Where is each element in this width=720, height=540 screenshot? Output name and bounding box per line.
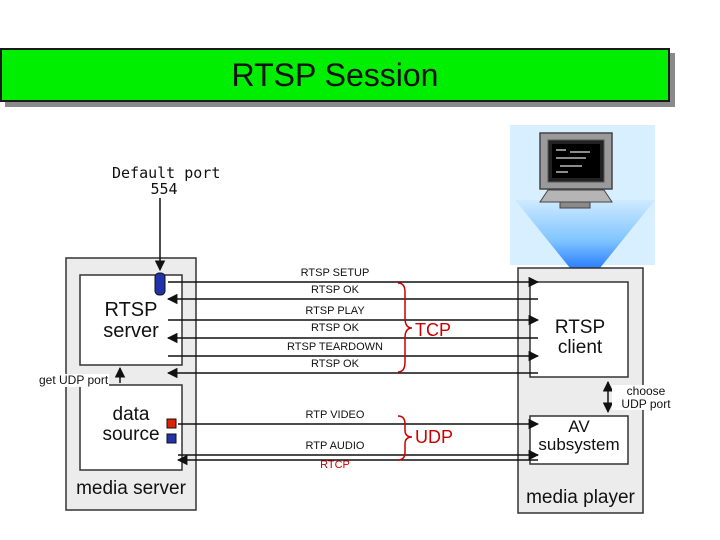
tcp-message-6: RTSP OK bbox=[311, 358, 359, 370]
tcp-message-4: RTSP OK bbox=[311, 322, 359, 334]
beam-cone bbox=[515, 200, 655, 268]
tcp-message-1: RTSP SETUP bbox=[300, 267, 370, 279]
monitor-icon bbox=[539, 132, 613, 209]
av-subsystem-box bbox=[529, 415, 629, 465]
tcp-message-2: RTSP OK bbox=[311, 284, 359, 296]
get-udp-port-note: get UDP port bbox=[38, 373, 110, 387]
udp-message-2: RTP AUDIO bbox=[305, 440, 365, 452]
tcp-label: TCP bbox=[415, 320, 451, 340]
rtsp-client-label: RTSP client bbox=[554, 317, 606, 358]
rtcp-label: RTCP bbox=[320, 459, 350, 471]
default-port-note: Default port 554 bbox=[112, 164, 221, 198]
rtsp-port bbox=[154, 272, 166, 296]
data-source-box bbox=[79, 384, 183, 471]
title-banner: RTSP Session bbox=[0, 48, 670, 102]
audio-port bbox=[166, 433, 177, 444]
rtsp-client-box bbox=[529, 281, 629, 378]
page-title: RTSP Session bbox=[231, 56, 439, 93]
udp-label: UDP bbox=[415, 427, 454, 447]
data-source-label: data source bbox=[102, 404, 160, 445]
udp-message-1: RTP VIDEO bbox=[305, 409, 365, 421]
choose-udp-port-note: choose UDP port bbox=[612, 385, 680, 411]
media-server-label: media server bbox=[76, 478, 186, 499]
av-subsystem-label: AV subsystem bbox=[538, 417, 620, 454]
rtsp-server-label: RTSP server bbox=[103, 299, 159, 342]
tcp-message-5: RTSP TEARDOWN bbox=[287, 341, 383, 353]
video-port bbox=[166, 418, 177, 429]
tcp-brace bbox=[397, 282, 413, 373]
tcp-message-3: RTSP PLAY bbox=[305, 305, 365, 317]
udp-brace bbox=[397, 415, 413, 461]
media-player-label: media player bbox=[526, 487, 635, 508]
